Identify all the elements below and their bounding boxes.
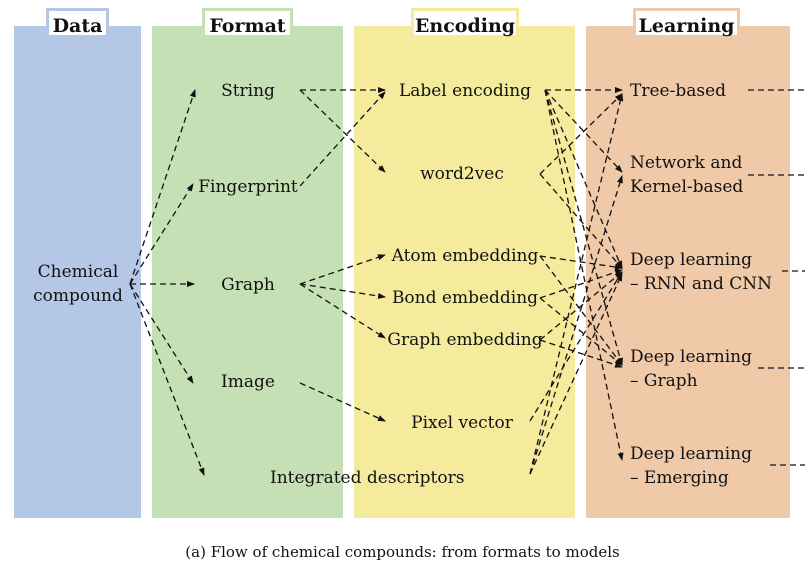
arrow-compound-fingerprint (129, 183, 194, 285)
node-deep-emerging: Deep learning – Emerging (630, 442, 752, 490)
node-graph: Graph (221, 275, 275, 295)
arrow-image-pixel (299, 382, 386, 422)
format-header: Format (202, 8, 293, 38)
node-chemical-compound-line2: compound (33, 286, 123, 306)
node-string: String (221, 81, 275, 101)
arrow-label-rnn (544, 89, 623, 269)
node-chemical-compound-line1: Chemical (37, 262, 119, 282)
node-deep-graph: Deep learning – Graph (630, 345, 752, 393)
learning-header: Learning (633, 8, 740, 38)
node-deep-graph-line1: Deep learning (630, 347, 753, 367)
data-column (14, 26, 141, 518)
node-deep-rnn-cnn-line2: – RNN and CNN (630, 274, 772, 294)
node-deep-rnn-cnn-line1: Deep learning (630, 250, 753, 270)
node-network-kernel-line1: Network and (630, 153, 743, 173)
node-network-kernel-line2: Kernel-based (630, 177, 744, 197)
arrow-bond-graph (539, 297, 623, 366)
node-deep-emerging-line1: Deep learning (630, 444, 753, 464)
arrow-graphemb-graph (539, 339, 623, 368)
arrow-bond-rnn (539, 269, 623, 299)
node-graph-embedding: Graph embedding (387, 330, 543, 350)
arrow-graph-bond (299, 283, 386, 299)
arrow-word2vec-rnn (539, 173, 623, 269)
arrow-atom-graph (539, 255, 623, 366)
node-deep-rnn-cnn: Deep learning – RNN and CNN (630, 248, 772, 296)
arrow-word2vec-tree (539, 93, 623, 175)
node-pixel-vector: Pixel vector (411, 413, 513, 433)
node-image: Image (221, 372, 275, 392)
node-label-encoding: Label encoding (398, 81, 532, 101)
arrow-integrated-network (529, 175, 623, 475)
arrow-graphemb-rnn (539, 271, 623, 341)
arrow-compound-string (129, 89, 196, 285)
data-header: Data (46, 8, 109, 38)
arrow-graph-atom (299, 254, 386, 285)
arrow-label-network (544, 89, 623, 173)
arrow-label-graph (544, 89, 624, 366)
arrow-atom-rnn (539, 255, 623, 270)
node-network-kernel: Network and Kernel-based (630, 151, 743, 199)
node-atom-embedding: Atom embedding (391, 246, 539, 266)
encoding-column (354, 26, 575, 518)
arrow-integrated-rnn (529, 273, 623, 475)
node-bond-embedding: Bond embedding (391, 288, 539, 308)
arrow-pixel-rnn (529, 271, 623, 422)
arrow-fingerprint-label (299, 91, 386, 187)
node-deep-emerging-line2: – Emerging (630, 468, 729, 488)
format-column (152, 26, 343, 518)
node-deep-graph-line2: – Graph (630, 371, 698, 391)
node-tree-based: Tree-based (630, 81, 727, 101)
arrow-string-word2vec (299, 89, 386, 173)
node-integrated-descriptors: Integrated descriptors (270, 468, 465, 488)
node-word2vec: word2vec (420, 164, 504, 184)
arrow-integrated-tree (529, 93, 624, 475)
node-chemical-compound: Chemical compound (30, 260, 126, 308)
arrow-compound-image (129, 283, 194, 384)
node-fingerprint: Fingerprint (198, 177, 298, 197)
arrow-compound-integrated (129, 283, 205, 476)
figure-caption: (a) Flow of chemical compounds: from for… (185, 543, 620, 561)
arrow-label-emerging (544, 89, 624, 461)
encoding-header: Encoding (411, 8, 519, 38)
arrow-graph-graphemb (299, 283, 386, 339)
